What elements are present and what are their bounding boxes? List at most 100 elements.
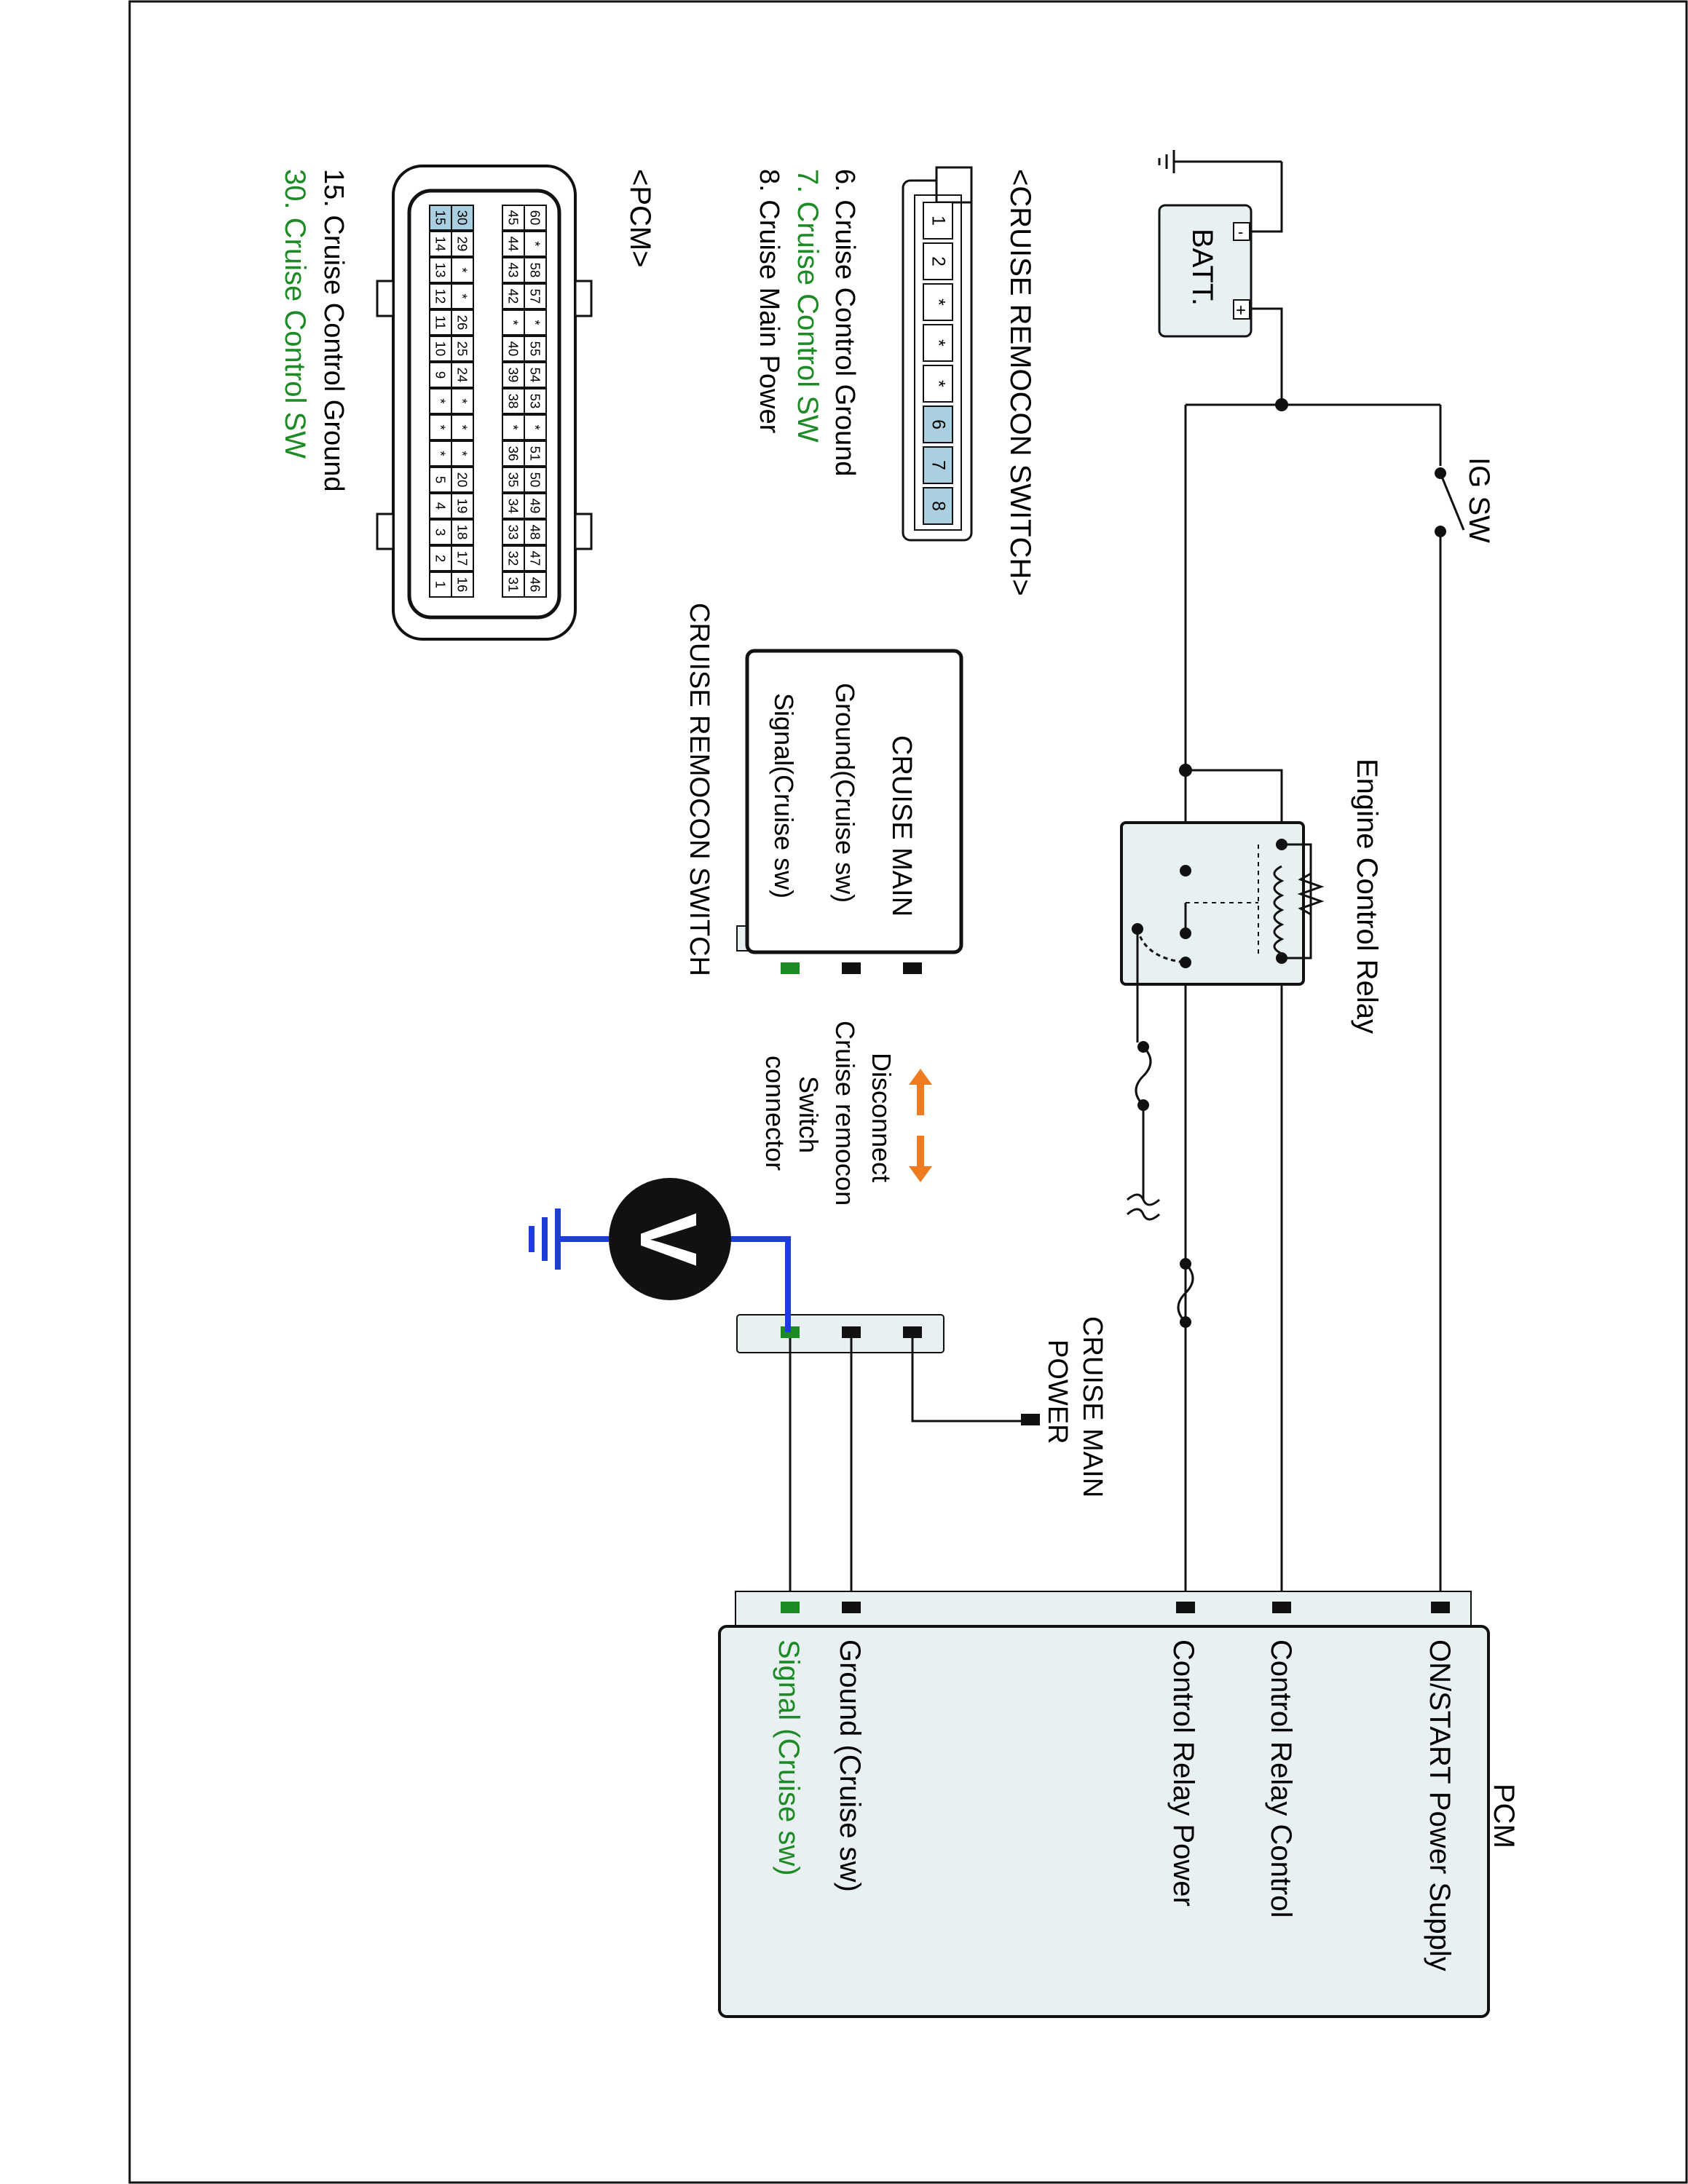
voltmeter-ground-icon [529, 1208, 609, 1270]
connector-pin-label: * [455, 267, 470, 272]
connector-pin-label: 4 [433, 502, 449, 510]
connector-pin-label: 1 [433, 581, 449, 588]
pcm-legend-15: 15. Cruise Control Ground [318, 169, 349, 492]
connector-pin-label: * [928, 298, 948, 306]
connector-pin-label: 15 [433, 210, 449, 226]
remocon-connector-view: <CRUISE REMOCON SWITCH> 12***678 [902, 166, 1036, 596]
connector-pin-cell [429, 467, 452, 493]
connector-pin-cell [502, 362, 525, 388]
connector-pin-cell [502, 336, 525, 362]
connector-pin-label: 31 [506, 577, 521, 593]
connector-pin-label: * [928, 380, 948, 387]
connector-pin-cell [524, 336, 547, 362]
connector-pin-cell [451, 283, 474, 309]
battery-ground-icon [1158, 150, 1282, 173]
connector-pin-cell [502, 467, 525, 493]
connector-pin-label: 29 [455, 237, 470, 252]
connector-pin-label: 50 [528, 472, 543, 488]
connector-pin-cell [502, 205, 525, 231]
connector-pin-label: * [455, 398, 470, 403]
connector-pin-label: 58 [528, 263, 543, 278]
connector-pin-cell [502, 545, 525, 571]
connector-pin-cell [429, 231, 452, 257]
connector-pin-label: 53 [528, 394, 543, 409]
switch-unit-caption: CRUISE REMOCON SWITCH [684, 603, 714, 976]
connector-pin-label: 34 [506, 499, 521, 514]
pcm-connector-title: <PCM> [624, 169, 656, 268]
connector-pin-cell [429, 414, 452, 440]
connector-pin-cell [502, 283, 525, 309]
connector-pin-label: 38 [506, 394, 521, 409]
connector-pin-cell [502, 388, 525, 414]
connector-pin-label: * [528, 320, 543, 325]
connector-pin-label: 42 [506, 289, 521, 304]
connector-pin-label: * [506, 320, 521, 325]
connector-pin-cell [451, 309, 474, 336]
connector-pin-cell [524, 571, 547, 598]
disconnect-note-line2: Cruise remocon [830, 1021, 860, 1206]
pcm-terminal-relay-control: Control Relay Control [1265, 1639, 1297, 1918]
connector-pin-label: * [455, 293, 470, 298]
engine-control-relay: Engine Control Relay [1120, 759, 1383, 1034]
connector-pin-cell [429, 362, 452, 388]
battery-pos-label: + [1236, 301, 1246, 320]
pcm-module: PCM ON/START Power Supply Control Relay … [718, 1591, 1520, 2018]
connector-pin-label: 19 [455, 499, 470, 514]
pcm-terminal-ground: Ground (Cruise sw) [834, 1639, 866, 1892]
connector-pin-label: * [528, 424, 543, 430]
connector-pin-label: 30 [455, 210, 470, 226]
relay-power-fuse-icon [1177, 1262, 1194, 1324]
connector-pin-cell [451, 257, 474, 283]
connector-pin-cell [923, 405, 953, 443]
connector-pin-cell [502, 493, 525, 519]
connector-pin-label: 49 [528, 499, 543, 514]
pcm-terminal-signal: Signal (Cruise sw) [773, 1639, 805, 1876]
relay-coil-icon [1273, 865, 1285, 955]
connector-pin-label: 11 [433, 315, 449, 329]
disconnect-note-line1: Disconnect [867, 1053, 896, 1182]
connector-pin-cell [451, 545, 474, 571]
connector-pin-cell [923, 202, 953, 240]
connector-pin-label: * [455, 424, 470, 430]
connector-pin-label: 12 [433, 289, 449, 304]
connector-pin-cell [451, 205, 474, 231]
page-frame [128, 0, 1688, 2184]
voltmeter-probe-lead [728, 1236, 791, 1332]
connector-pin-cell [502, 414, 525, 440]
connector-pin-label: 13 [433, 263, 449, 278]
connector-pin-label: * [433, 424, 449, 430]
remocon-pin-row: 12***678 [923, 202, 953, 525]
connector-pin-label: 2 [928, 256, 948, 266]
connector-pin-label: 33 [506, 525, 521, 540]
connector-pin-label: 40 [506, 341, 521, 357]
switch-unit-ground: Ground(Cruise sw) [830, 683, 860, 903]
connector-pin-label: 18 [455, 525, 470, 540]
connector-pin-label: 48 [528, 525, 543, 540]
connector-pin-label: 47 [528, 551, 543, 566]
voltmeter-icon: V [609, 1178, 731, 1300]
voltmeter-label: V [623, 1213, 713, 1266]
connector-pin-label: 17 [455, 551, 470, 566]
connector-pin-label: 3 [433, 529, 449, 536]
connector-pin-label: 55 [528, 341, 543, 357]
remocon-legend: 6. Cruise Control Ground 7. Cruise Contr… [754, 169, 860, 476]
connector-pin-cell [923, 365, 953, 403]
connector-pin-cell [923, 283, 953, 321]
ig-switch-blade [1439, 472, 1465, 531]
remocon-legend-7: 7. Cruise Control SW [792, 169, 824, 443]
connector-pin-label: 5 [433, 476, 449, 483]
connector-pin-label: * [928, 339, 948, 347]
connector-pin-label: 39 [506, 368, 521, 383]
connector-pin-cell [502, 309, 525, 336]
fuse-icon [1135, 1045, 1152, 1107]
connector-pin-cell [429, 440, 452, 467]
connector-pin-cell [429, 309, 452, 336]
connector-pin-cell [429, 493, 452, 519]
pcm-connector-view: <PCM> 60*5857*555453*5150494847464544434… [376, 165, 656, 641]
connector-pin-label: * [506, 424, 521, 430]
connector-pin-label: 8 [928, 501, 948, 511]
connector-pin-cell [502, 440, 525, 467]
connector-pin-label: 35 [506, 472, 521, 488]
disconnect-note-line3: Switch [794, 1076, 824, 1153]
